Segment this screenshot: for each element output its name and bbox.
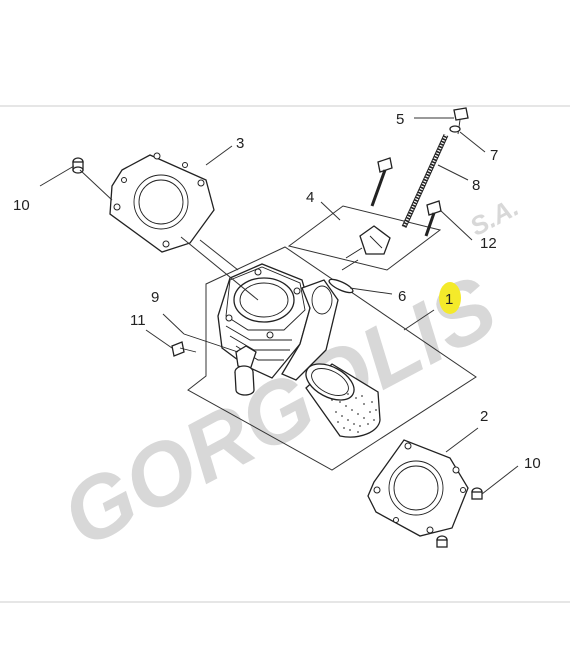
screw-11 bbox=[171, 341, 197, 357]
callout-12: 12 bbox=[480, 235, 497, 252]
callout-7: 7 bbox=[490, 147, 498, 164]
callout-10-upper: 10 bbox=[13, 197, 30, 214]
stud-bolt-left bbox=[370, 157, 393, 207]
upper-cylinder-gasket bbox=[109, 152, 215, 253]
dowel-pin-lower-right bbox=[471, 487, 483, 500]
pin-9 bbox=[183, 333, 239, 353]
callout-8: 8 bbox=[472, 177, 480, 194]
callout-4: 4 bbox=[306, 189, 314, 206]
callout-6: 6 bbox=[398, 288, 406, 305]
callout-3: 3 bbox=[236, 135, 244, 152]
callout-11: 11 bbox=[130, 312, 146, 329]
dowel-pin-lower-bottom bbox=[436, 535, 448, 548]
callout-1: 1 bbox=[445, 291, 453, 308]
callout-10-lower: 10 bbox=[524, 455, 541, 472]
stud-8 bbox=[401, 133, 449, 229]
callout-2: 2 bbox=[480, 408, 488, 425]
gasket-6 bbox=[328, 278, 354, 294]
water-outlet-tube bbox=[234, 365, 255, 396]
cylinder-assembly-boundary bbox=[187, 246, 477, 471]
piston-filter-element bbox=[305, 363, 381, 438]
bolt-12 bbox=[424, 200, 442, 237]
callouts: 1 2 3 4 5 6 7 8 9 10 10 11 12 bbox=[13, 111, 541, 472]
callout-9: 9 bbox=[151, 289, 159, 306]
tensioner-body bbox=[341, 225, 391, 271]
dowel-pin-upper bbox=[72, 157, 84, 174]
callout-1-highlight bbox=[439, 282, 461, 314]
callout-5: 5 bbox=[396, 111, 404, 128]
washer-7 bbox=[449, 125, 461, 133]
leader-lines bbox=[39, 117, 519, 495]
cylinder-block bbox=[217, 263, 339, 396]
lower-cylinder-gasket bbox=[367, 439, 469, 537]
